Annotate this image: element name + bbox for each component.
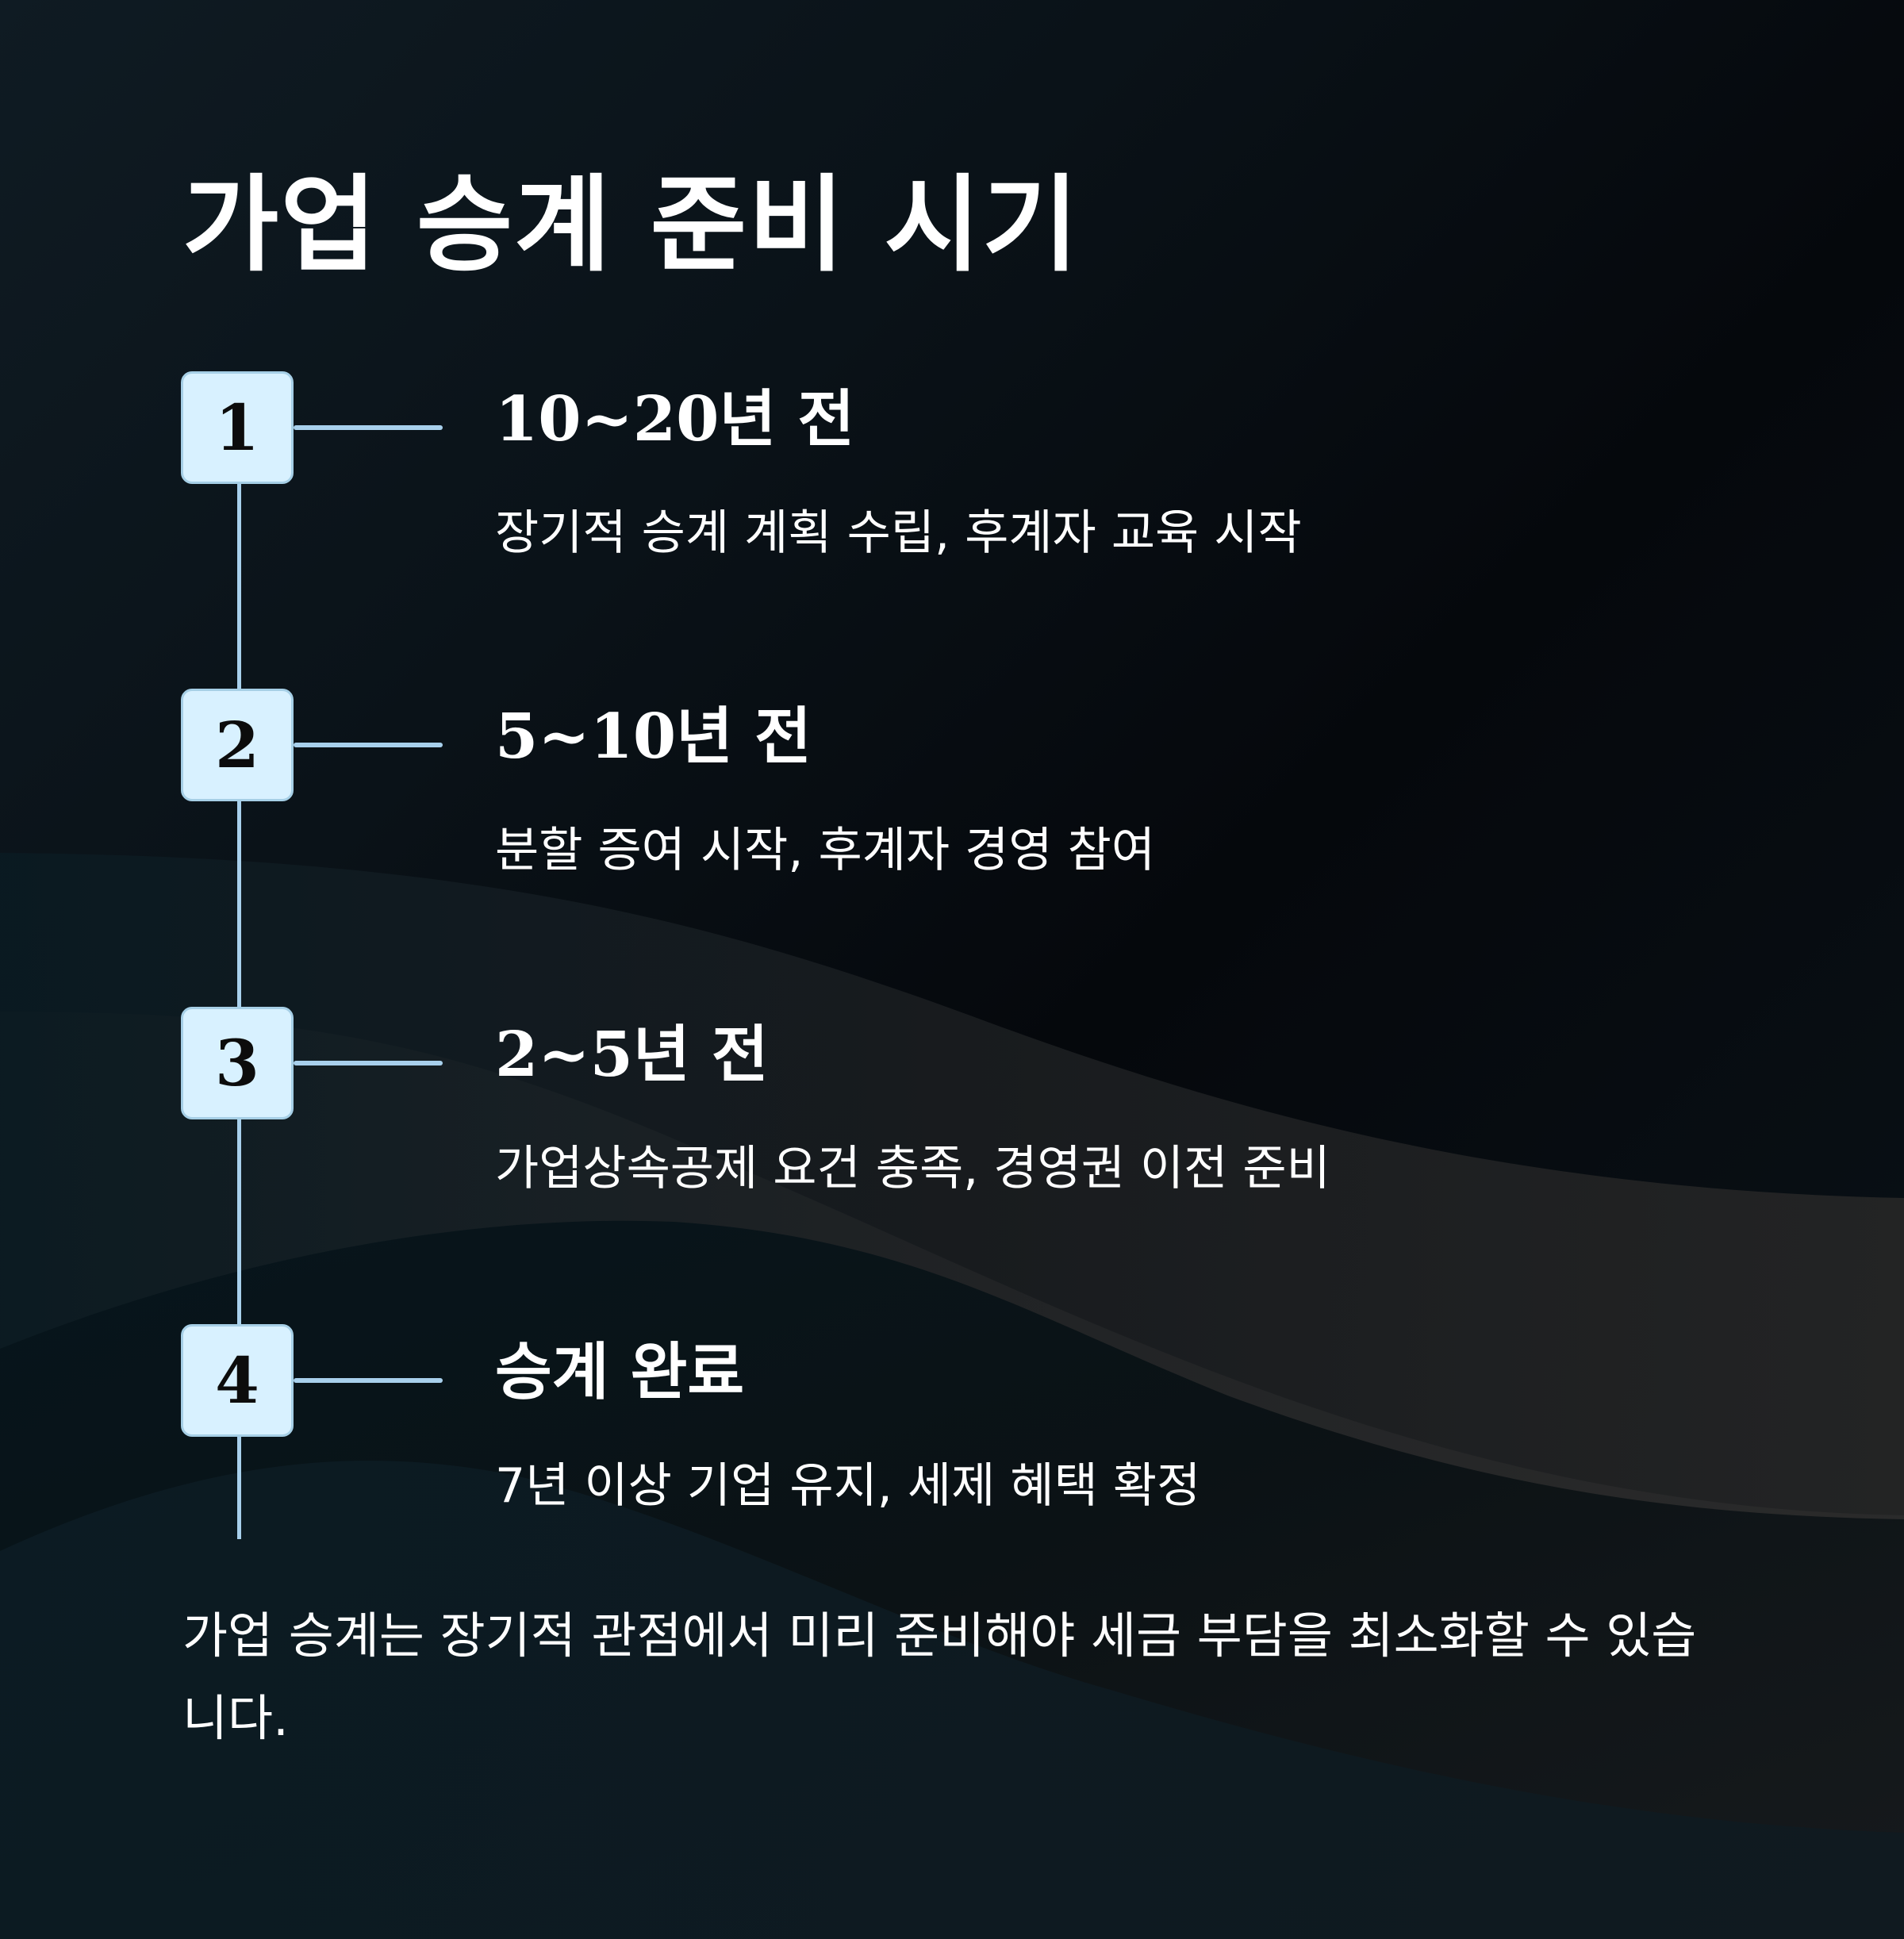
step-title: 10~20년 전 [495,383,855,455]
timeline-step-2: 2 5~10년 전 분할 증여 시작, 후계자 경영 참여 [0,689,1904,927]
step-number-badge: 1 [181,371,294,484]
step-connector [294,1378,443,1383]
step-description: 장기적 승계 계획 수립, 후계자 교육 시작 [495,505,1302,561]
step-description: 가업상속공제 요건 충족, 경영권 이전 준비 [495,1141,1330,1196]
step-description: 7년 이상 기업 유지, 세제 혜택 확정 [495,1458,1201,1514]
step-title: 2~5년 전 [495,1019,769,1091]
step-connector [294,743,443,747]
step-number-badge: 2 [181,689,294,801]
timeline-line [237,444,241,1539]
step-connector [294,1061,443,1065]
step-description: 분할 증여 시작, 후계자 경영 참여 [495,823,1156,878]
step-number-badge: 4 [181,1324,294,1437]
page-title: 가업 승계 준비 시기 [182,164,1081,286]
wave-layer-4 [0,1461,1904,1939]
step-title: 승계 완료 [495,1336,745,1408]
timeline-step-1: 1 10~20년 전 장기적 승계 계획 수립, 후계자 교육 시작 [0,371,1904,609]
timeline-step-4: 4 승계 완료 7년 이상 기업 유지, 세제 혜택 확정 [0,1324,1904,1562]
step-connector [294,425,443,430]
step-number-badge: 3 [181,1007,294,1119]
step-title: 5~10년 전 [495,701,812,773]
timeline-step-3: 3 2~5년 전 가업상속공제 요건 충족, 경영권 이전 준비 [0,1007,1904,1245]
footer-note: 가업 승계는 장기적 관점에서 미리 준비해야 세금 부담을 최소화할 수 있습… [182,1607,1697,1747]
